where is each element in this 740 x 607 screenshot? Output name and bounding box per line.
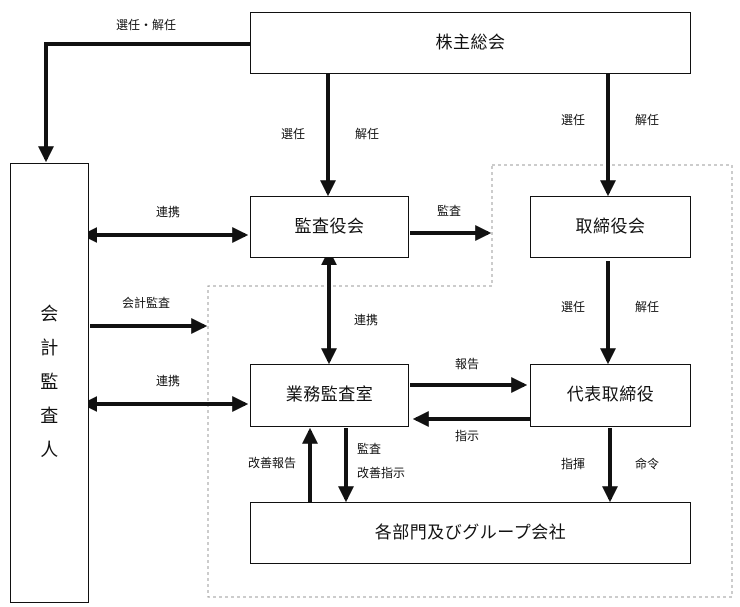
board-of-auditors-box: 監査役会 xyxy=(250,196,409,258)
label-coordination-3: 連携 xyxy=(156,374,181,388)
label-improvement-report: 改善報告 xyxy=(248,456,297,470)
accounting-auditor-char: 計 xyxy=(40,338,59,359)
label-audit: 監査 xyxy=(437,204,462,218)
shareholders-meeting-label: 株主総会 xyxy=(435,32,506,53)
label-report: 報告 xyxy=(455,357,480,371)
accounting-auditor-char: 会 xyxy=(40,304,59,325)
accounting-auditor-char: 監 xyxy=(40,372,59,393)
label-accounting-audit: 会計監査 xyxy=(122,296,171,310)
label-dismiss-1: 解任 xyxy=(355,127,380,141)
label-dismiss-2: 解任 xyxy=(635,113,660,127)
accounting-auditor-box: 会 計 監 査 人 xyxy=(10,163,89,603)
label-instruction: 指示 xyxy=(455,429,480,443)
arrow-shareholders-to-auditor xyxy=(38,42,250,163)
label-direction: 指揮 xyxy=(561,457,586,471)
shareholders-meeting-box: 株主総会 xyxy=(250,12,691,74)
accounting-auditor-char: 人 xyxy=(40,440,59,461)
label-coordination-2: 連携 xyxy=(354,313,379,327)
departments-and-group-box: 各部門及びグループ会社 xyxy=(250,502,691,564)
representative-director-label: 代表取締役 xyxy=(566,385,655,406)
label-command: 命令 xyxy=(635,457,660,471)
board-of-directors-box: 取締役会 xyxy=(530,196,691,258)
label-audit-2: 監査 xyxy=(357,442,382,456)
label-appoint-2: 選任 xyxy=(561,113,586,127)
label-dismiss-3: 解任 xyxy=(635,300,660,314)
board-of-directors-label: 取締役会 xyxy=(575,216,646,237)
board-of-auditors-label: 監査役会 xyxy=(294,216,365,237)
departments-and-group-label: 各部門及びグループ会社 xyxy=(374,522,567,543)
internal-audit-office-box: 業務監査室 xyxy=(250,364,409,427)
label-appoint-3: 選任 xyxy=(561,300,586,314)
internal-audit-office-label: 業務監査室 xyxy=(285,385,374,406)
representative-director-box: 代表取締役 xyxy=(530,364,691,427)
label-improvement-instruction: 改善指示 xyxy=(357,466,406,480)
label-appoint-dismiss-auditor: 選任・解任 xyxy=(116,18,177,32)
accounting-auditor-char: 査 xyxy=(40,406,59,427)
label-appoint-1: 選任 xyxy=(281,127,306,141)
label-coordination-1: 連携 xyxy=(156,205,181,219)
